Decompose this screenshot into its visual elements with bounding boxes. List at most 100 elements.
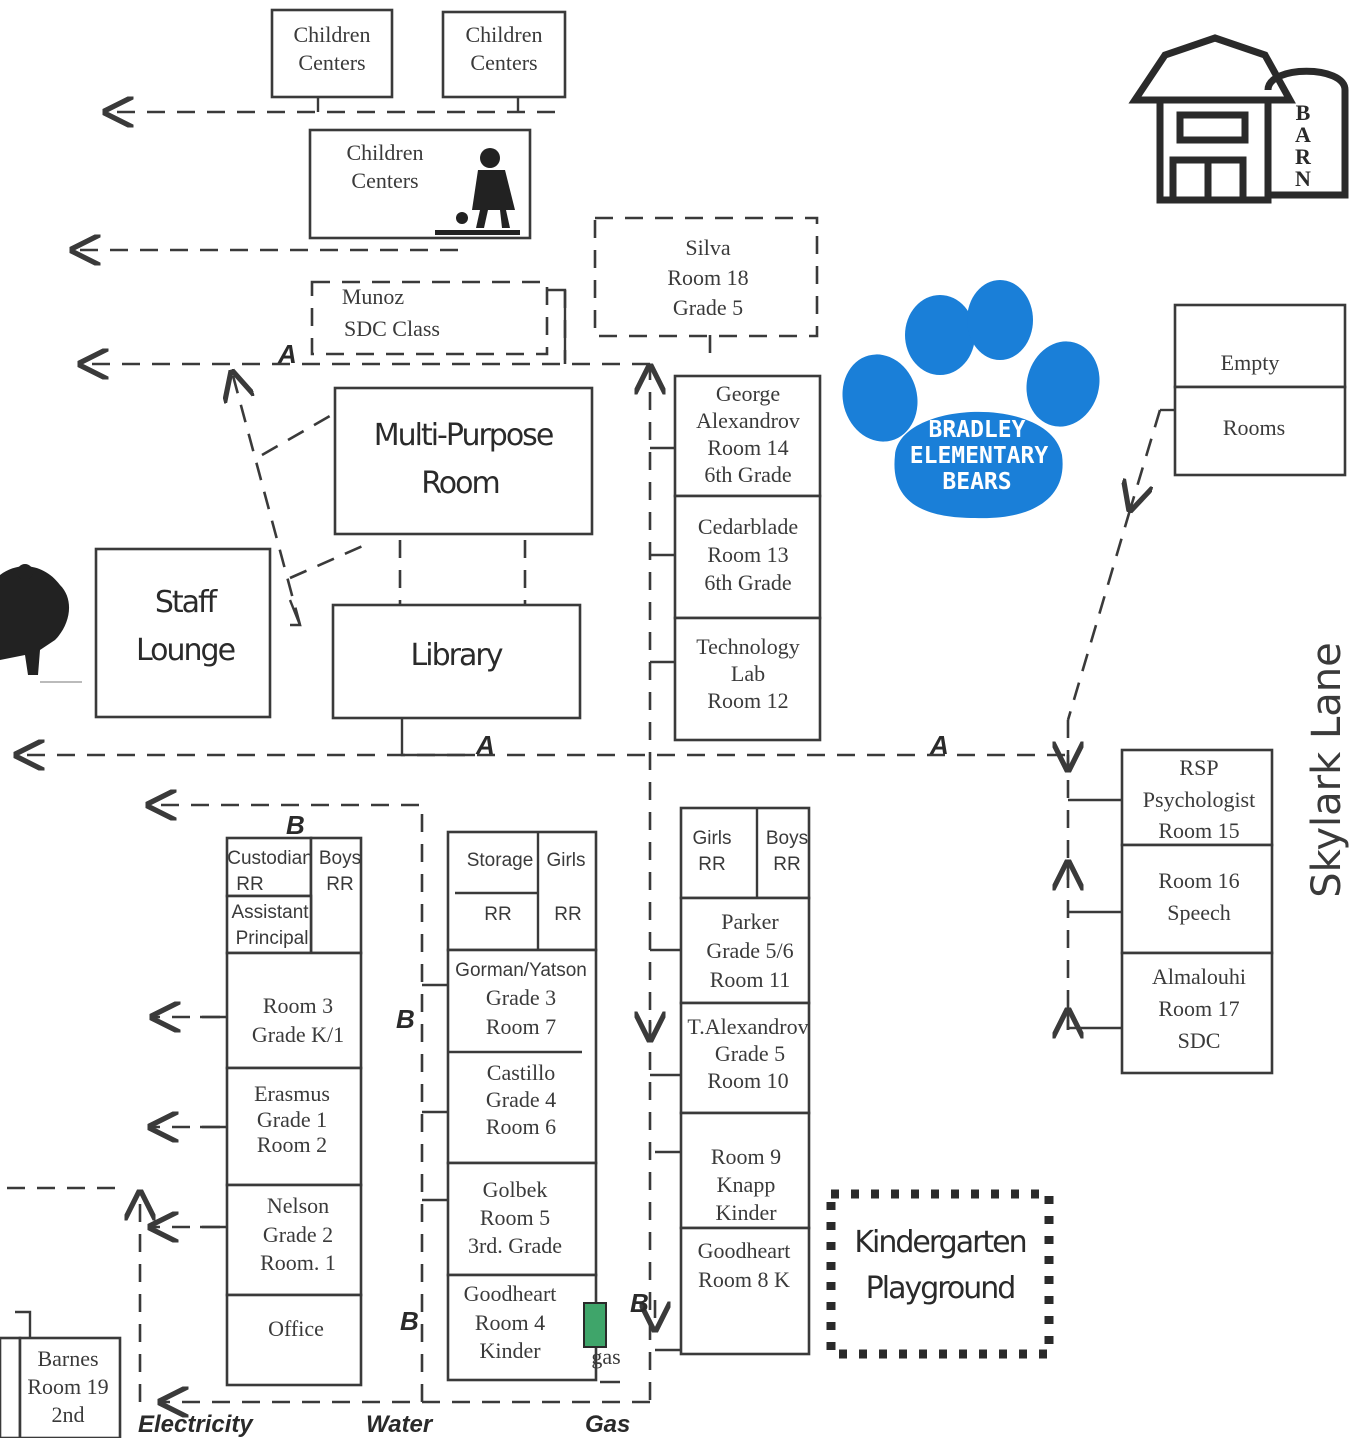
girls-boys-rr-2: Girls RR Boys RR <box>679 806 811 900</box>
goodheart-room-8: Goodheart Room 8 K <box>679 1226 811 1356</box>
svg-text:Parker: Parker <box>721 909 779 934</box>
cedarblade-room-13: Cedarblade Room 13 6th Grade <box>673 494 822 620</box>
svg-text:Office: Office <box>268 1316 324 1341</box>
svg-text:Goodheart: Goodheart <box>464 1281 557 1306</box>
svg-text:Technology: Technology <box>696 634 800 659</box>
svg-text:Kindergarten: Kindergarten <box>854 1225 1025 1260</box>
george-alexandrov-room-14: George Alexandrov Room 14 6th Grade <box>673 374 822 498</box>
building-connectors <box>15 96 1175 1384</box>
svg-text:Grade 4: Grade 4 <box>486 1087 556 1112</box>
svg-text:Custodian: Custodian <box>227 848 313 869</box>
svg-text:T.Alexandrov: T.Alexandrov <box>687 1014 808 1039</box>
t-alexandrov-room-10: T.Alexandrov Grade 5 Room 10 <box>679 1001 811 1115</box>
utility-labels: Electricity Water Gas <box>138 1411 630 1438</box>
multi-purpose-room: Multi-Purpose Room <box>333 386 594 536</box>
svg-text:A: A <box>475 730 495 760</box>
golbek-room-5: Golbek Room 5 3rd. Grade <box>446 1161 598 1277</box>
svg-text:Library: Library <box>411 638 503 673</box>
svg-text:Alexandrov: Alexandrov <box>696 408 800 433</box>
svg-text:RR: RR <box>484 904 511 925</box>
svg-text:Room 18: Room 18 <box>667 265 748 290</box>
svg-text:B: B <box>286 810 305 840</box>
skylark-lane-street-label: Skylark Lane <box>1304 642 1350 898</box>
svg-text:3rd. Grade: 3rd. Grade <box>468 1233 562 1258</box>
svg-text:B: B <box>1296 100 1311 125</box>
svg-text:Grade K/1: Grade K/1 <box>252 1022 344 1047</box>
svg-text:Room 8 K: Room 8 K <box>698 1267 790 1292</box>
gorman-yatson-room-7: Gorman/Yatson Grade 3 Room 7 Castillo Gr… <box>446 948 598 1165</box>
svg-text:Grade 3: Grade 3 <box>486 985 556 1010</box>
svg-text:Room 15: Room 15 <box>1158 818 1239 843</box>
barn-label: B A R N <box>1295 100 1312 191</box>
svg-text:Centers: Centers <box>298 50 365 75</box>
svg-text:B: B <box>630 1288 649 1318</box>
svg-text:Electricity: Electricity <box>138 1411 254 1438</box>
storage-girls-rr: Storage Girls RR RR <box>446 830 598 952</box>
svg-text:Munoz: Munoz <box>342 284 405 309</box>
nelson-room-1: Nelson Grade 2 Room. 1 <box>225 1183 363 1297</box>
barn-icon <box>1128 34 1349 204</box>
room-16-speech: Room 16 Speech <box>1120 843 1274 955</box>
svg-text:Grade 5: Grade 5 <box>715 1041 785 1066</box>
svg-text:Grade 5/6: Grade 5/6 <box>706 938 793 963</box>
svg-text:Room 4: Room 4 <box>475 1310 545 1335</box>
kindergarten-playground: Kindergarten Playground <box>826 1189 1054 1359</box>
svg-text:Room 11: Room 11 <box>710 967 790 992</box>
rsp-psychologist-room-15: RSP Psychologist Room 15 <box>1120 748 1274 847</box>
svg-text:Centers: Centers <box>351 168 418 193</box>
svg-text:Playground: Playground <box>866 1271 1015 1306</box>
assistant-principal: Assistant Principal <box>225 894 313 955</box>
svg-text:Boys: Boys <box>319 848 361 869</box>
svg-text:Water: Water <box>366 1411 434 1438</box>
svg-text:Assistant: Assistant <box>231 902 309 923</box>
svg-text:ELEMENTARY: ELEMENTARY <box>910 443 1049 469</box>
svg-text:6th Grade: 6th Grade <box>704 570 791 595</box>
svg-text:Psychologist: Psychologist <box>1143 787 1255 812</box>
room-9-knapp: Room 9 Knapp Kinder <box>679 1111 811 1230</box>
bear-silhouette-icon <box>0 564 82 683</box>
svg-text:Room 6: Room 6 <box>486 1114 556 1139</box>
svg-text:Lounge: Lounge <box>136 633 235 668</box>
svg-text:Children: Children <box>294 22 371 47</box>
svg-text:Almalouhi: Almalouhi <box>1152 964 1246 989</box>
parker-room-11: Parker Grade 5/6 Room 11 <box>679 896 811 1005</box>
svg-text:RR: RR <box>554 904 581 925</box>
svg-text:Empty: Empty <box>1221 350 1280 375</box>
staff-lounge: Staff Lounge <box>94 547 272 719</box>
svg-text:Room 13: Room 13 <box>707 542 788 567</box>
svg-text:Girls: Girls <box>692 828 731 849</box>
svg-text:Children: Children <box>466 22 543 47</box>
svg-text:Staff: Staff <box>155 585 219 620</box>
children-centers-3: Children Centers <box>308 128 532 240</box>
svg-text:Kinder: Kinder <box>715 1200 777 1225</box>
svg-text:Lab: Lab <box>731 661 765 686</box>
svg-text:RSP: RSP <box>1179 755 1218 780</box>
svg-text:Grade 1: Grade 1 <box>257 1107 327 1132</box>
svg-text:Room 10: Room 10 <box>707 1068 788 1093</box>
svg-text:2nd: 2nd <box>52 1402 85 1427</box>
svg-text:Room 2: Room 2 <box>257 1132 327 1157</box>
svg-text:Rooms: Rooms <box>1223 415 1285 440</box>
svg-text:Cedarblade: Cedarblade <box>698 514 798 539</box>
svg-text:Knapp: Knapp <box>717 1172 776 1197</box>
svg-text:Gorman/Yatson: Gorman/Yatson <box>455 960 587 981</box>
erasmus-room-2: Erasmus Grade 1 Room 2 <box>225 1066 363 1187</box>
technology-lab-room-12: Technology Lab Room 12 <box>673 616 822 742</box>
bradley-bears-paw-logo: BRADLEY ELEMENTARY BEARS <box>842 280 1100 519</box>
svg-text:Children: Children <box>347 140 424 165</box>
svg-text:B: B <box>396 1004 415 1034</box>
svg-text:Gas: Gas <box>585 1411 630 1438</box>
svg-text:Kinder: Kinder <box>479 1338 541 1363</box>
svg-text:A: A <box>277 339 297 369</box>
room-3-grade-k1: Room 3 Grade K/1 <box>225 951 363 1070</box>
svg-text:Multi-Purpose: Multi-Purpose <box>374 418 553 453</box>
svg-text:RR: RR <box>773 854 800 875</box>
svg-text:Silva: Silva <box>685 235 730 260</box>
almalouhi-room-17: Almalouhi Room 17 SDC <box>1120 951 1274 1075</box>
svg-text:Storage: Storage <box>467 850 534 871</box>
svg-text:Golbek: Golbek <box>483 1177 548 1202</box>
svg-text:Girls: Girls <box>546 850 585 871</box>
svg-text:Room. 1: Room. 1 <box>260 1250 336 1275</box>
svg-text:Room 7: Room 7 <box>486 1014 556 1039</box>
